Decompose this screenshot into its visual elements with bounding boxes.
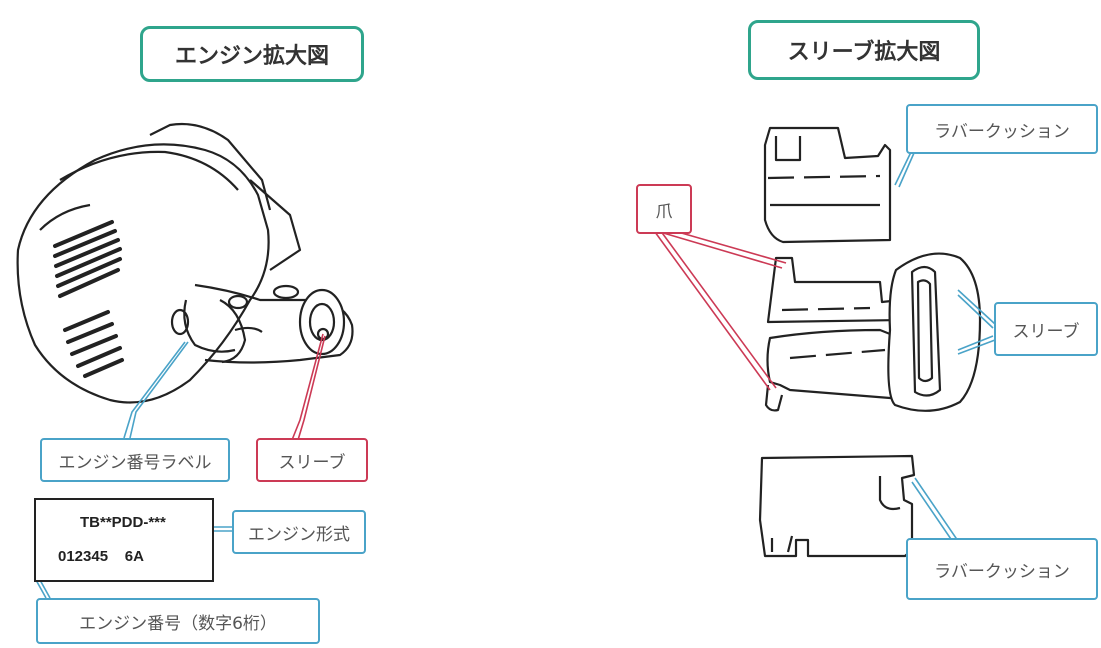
engine-number-plate: TB**PDD-*** 012345 6A: [34, 498, 214, 582]
engine-number-callout: エンジン番号（数字6桁）: [36, 598, 320, 644]
rubber-cushion-top-callout: ラバークッション: [906, 104, 1098, 154]
claw-callout: 爪: [636, 184, 692, 234]
engine-drawing: [16, 122, 354, 404]
sleeve-right-callout: スリーブ: [994, 302, 1098, 356]
engine-model-text: TB**PDD-***: [80, 514, 166, 531]
engine-serial-text: 012345 6A: [58, 548, 144, 565]
engine-number-label-callout: エンジン番号ラベル: [40, 438, 230, 482]
engine-zoom-title: エンジン拡大図: [140, 26, 364, 82]
engine-grill-slots: [53, 220, 124, 378]
sleeve-drawing: [764, 252, 982, 412]
engine-model-callout: エンジン形式: [232, 510, 366, 554]
rubber-cushion-bottom-callout: ラバークッション: [906, 538, 1098, 600]
rubber-cushion-bottom-drawing: [758, 454, 916, 558]
rubber-cushion-top-drawing: [763, 126, 892, 244]
sleeve-zoom-title: スリーブ拡大図: [748, 20, 980, 80]
sleeve-callout: スリーブ: [256, 438, 368, 482]
